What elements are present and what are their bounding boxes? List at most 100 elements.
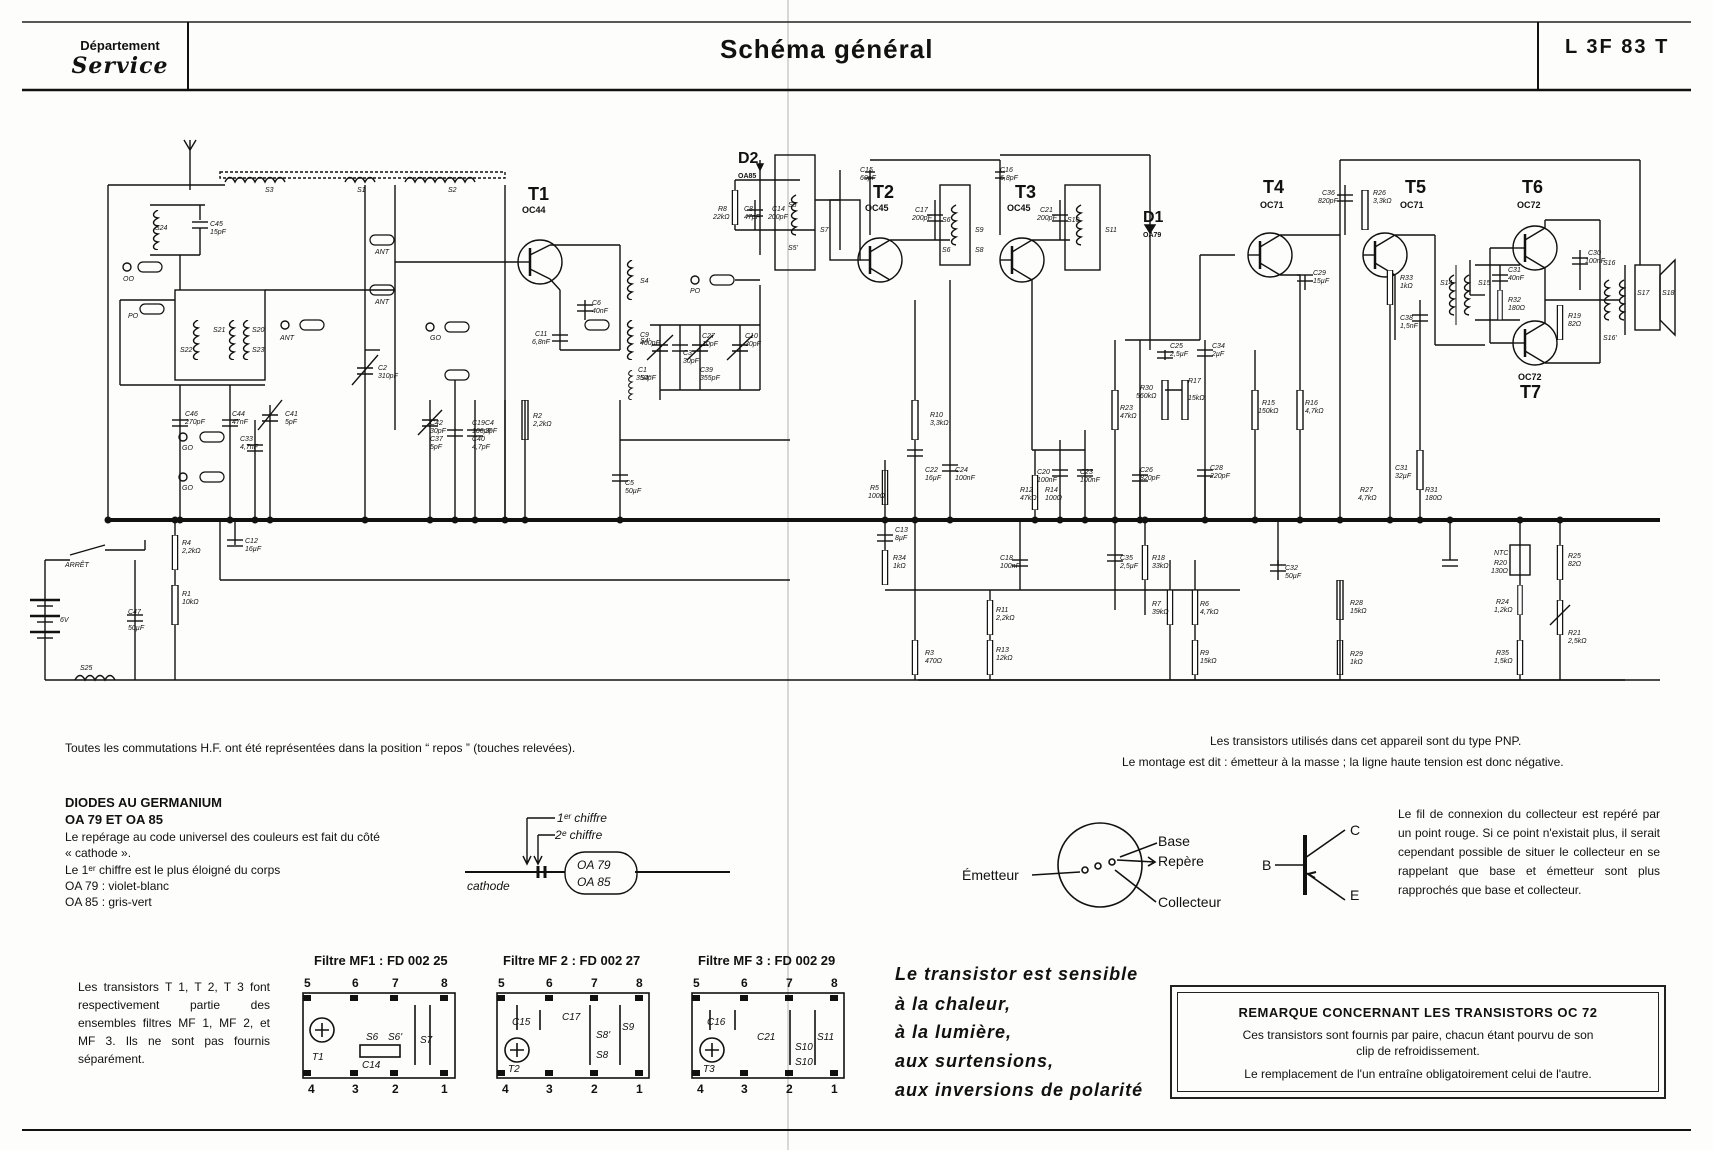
t4-label: T4: [1263, 177, 1284, 197]
t3-label: T3: [1015, 182, 1036, 202]
t6-type: OC72: [1517, 200, 1541, 210]
r9-value: 15kΩ: [1200, 658, 1217, 665]
symbol-collector: C: [1350, 822, 1360, 838]
c27-value: 10pF: [702, 341, 719, 348]
r34-label: R34: [893, 555, 906, 562]
r28-value: 15kΩ: [1350, 608, 1367, 615]
remark-inner-border: REMARQUE CONCERNANT LES TRANSISTORS OC 7…: [1177, 992, 1659, 1092]
r21-label: R21: [1568, 630, 1581, 637]
s21-label: S21: [213, 327, 226, 334]
r33-label: R33: [1400, 275, 1413, 282]
sensitivity-line-2: à la chaleur,: [895, 994, 1012, 1014]
r7-label: R7: [1152, 601, 1162, 608]
c5-label: C5: [625, 480, 634, 487]
r13-value: 12kΩ: [996, 655, 1013, 662]
c10-label: C10: [745, 333, 758, 340]
c21-value: 200pF: [1036, 215, 1058, 222]
c2-value: 310pF: [378, 373, 399, 380]
c1-label: C1: [638, 367, 647, 374]
mf1-c14: C14: [362, 1060, 381, 1071]
c23-label: C23: [1080, 469, 1093, 476]
r25-label: R25: [1568, 553, 1581, 560]
c1-value: 350pF: [636, 375, 657, 382]
r18-label: R18: [1152, 555, 1165, 562]
r35-value: 1,5kΩ: [1494, 658, 1513, 665]
r16-value: 4,7kΩ: [1305, 408, 1324, 415]
c32-value: 50µF: [1285, 573, 1302, 580]
diodes-line-1: Le repérage au code universel des couleu…: [65, 830, 380, 844]
diodes-line-3: Le 1ᵉʳ chiffre est le plus éloigné du co…: [65, 863, 281, 877]
first-digit-label: 1ᵉʳ chiffre: [557, 811, 607, 825]
c24-label: C24: [955, 467, 968, 474]
c24-value: 100nF: [955, 475, 976, 482]
filter-mf3-title: Filtre MF 3 : FD 002 29: [698, 953, 835, 968]
mf1-pin-3: 3: [352, 1082, 359, 1096]
c15-label: C15: [860, 167, 873, 174]
r35-label: R35: [1496, 650, 1509, 657]
band-go: GO: [182, 445, 193, 452]
r32-value: 180Ω: [1508, 305, 1526, 312]
oa85-body-label: OA 85: [577, 875, 611, 889]
r5-value: 100Ω: [868, 493, 886, 500]
s18-label: S18: [1662, 290, 1675, 297]
t2-label: T2: [873, 182, 894, 202]
c38-label: C38: [1400, 315, 1413, 322]
r20-value: 130Ω: [1491, 568, 1509, 575]
r32-label: R32: [1508, 297, 1521, 304]
t3-type: OC45: [1007, 203, 1031, 213]
c26-label: C26: [1140, 467, 1153, 474]
c26-value: 820pF: [1140, 475, 1161, 482]
filter-mf2-title: Filtre MF 2 : FD 002 27: [503, 953, 640, 968]
diodes-line-2: « cathode ».: [65, 846, 132, 860]
s7-label: S7: [820, 227, 830, 234]
d1-type: OA79: [1143, 232, 1161, 239]
s2-label: S2: [448, 187, 457, 194]
r11-value: 2,2kΩ: [995, 615, 1015, 622]
s1-label: S1: [357, 187, 366, 194]
r26-label: R26: [1373, 190, 1386, 197]
c30-value: 100nF: [1585, 258, 1606, 265]
r20-label: R20: [1494, 560, 1507, 567]
mf2-pin-3: 3: [546, 1082, 553, 1096]
r21-value: 2,5kΩ: [1567, 638, 1587, 645]
c15-value: 60pF: [860, 175, 877, 182]
r9-label: R9: [1200, 650, 1209, 657]
s4b-label: S4': [640, 338, 651, 345]
c45-value: 15pF: [210, 229, 227, 236]
remark-line-3: Le remplacement de l'un entraîne obligat…: [1244, 1067, 1592, 1081]
r15-label: R15: [1262, 400, 1275, 407]
c35-value: 2,5µF: [1119, 563, 1139, 570]
mf2-pin-6: 6: [546, 976, 553, 990]
c21-label: C21: [1040, 207, 1053, 214]
second-digit-label: 2ᵉ chiffre: [554, 828, 603, 842]
diodes-line-5: OA 85 : gris-vert: [65, 895, 152, 909]
c3-label: C3: [683, 350, 692, 357]
collector-label: Collecteur: [1158, 894, 1221, 910]
hf-switching-note: Toutes les commutations H.F. ont été rep…: [65, 741, 576, 755]
mf1-pin-5: 5: [304, 976, 311, 990]
r6-value: 4,7kΩ: [1200, 609, 1219, 616]
c16-label: C16: [1000, 167, 1013, 174]
sensitivity-line-3: à la lumière,: [895, 1022, 1013, 1042]
c40-label: C40: [472, 436, 485, 443]
page-fold: [787, 0, 789, 1150]
r12-label: R12: [1020, 487, 1033, 494]
d2-label: D2: [738, 150, 759, 167]
c18-value: 100nF: [1000, 563, 1021, 570]
mf1-s7: S7: [420, 1035, 433, 1046]
r27-label: R27: [1360, 487, 1374, 494]
c6-value: 40nF: [592, 308, 609, 315]
c27-label: C27: [702, 333, 716, 340]
mf2-c17: C17: [562, 1012, 581, 1023]
mf1-pin-7: 7: [392, 976, 399, 990]
s16-label: S16: [1603, 260, 1616, 267]
c16-value: 6,8pF: [1000, 175, 1019, 182]
c39-label: C39: [700, 367, 713, 374]
r24-value: 1,2kΩ: [1494, 607, 1513, 614]
collector-note: Le fil de connexion du collecteur est re…: [1398, 807, 1660, 897]
mf3-c16: C16: [707, 1017, 726, 1028]
mf2-s8b: S8': [596, 1030, 611, 1041]
r17-label: R17: [1188, 378, 1202, 385]
mf3-pin-2: 2: [786, 1082, 793, 1096]
c47-label: C47: [128, 609, 142, 616]
